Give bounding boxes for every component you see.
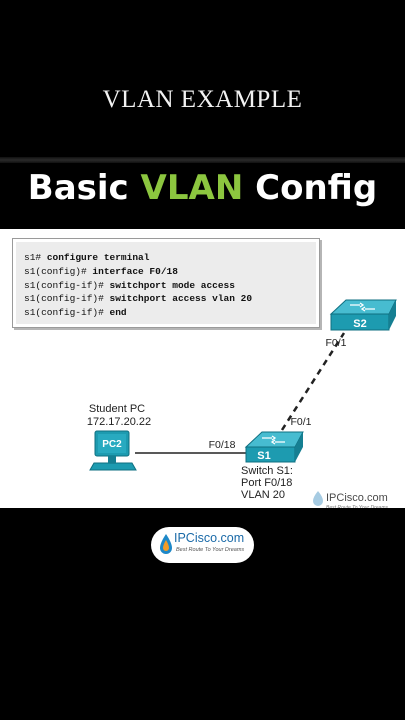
headline: Basic VLAN Config [0, 168, 405, 208]
headline-accent: VLAN [140, 168, 244, 208]
switch-s2-icon [329, 299, 397, 331]
cli-line: s1(config-if)# end [24, 307, 127, 318]
cli-line: s1# configure terminal [24, 252, 149, 263]
port-f018-label: F0/18 [209, 439, 236, 451]
top-band [0, 0, 405, 160]
cli-box [12, 238, 320, 328]
pc-ip: 172.17.20.22 [87, 416, 151, 428]
s1-caption-line-3: VLAN 20 [241, 489, 285, 501]
s1-caption-line-2: Port F0/18 [241, 477, 292, 489]
cli-line: s1(config-if)# switchport mode access [24, 280, 235, 291]
s2-label: S2 [353, 318, 366, 330]
cli-line: s1(config)# interface F0/18 [24, 266, 178, 277]
cli-prompt: s1# [24, 252, 42, 263]
watermark-logo-icon [313, 491, 323, 506]
cli-prompt: s1(config-if)# [24, 280, 104, 291]
cli-prompt: s1(config-if)# [24, 307, 104, 318]
pc-name: Student PC [89, 403, 145, 415]
logo-text: IPCisco.com [174, 531, 245, 545]
s1-caption-line-1: Switch S1: [241, 465, 293, 477]
switch-s1-icon [244, 431, 304, 463]
cli-command: configure terminal [46, 252, 150, 263]
pc-icon [89, 430, 137, 471]
link-s1-s2 [280, 332, 346, 431]
headline-suffix: Config [243, 168, 378, 208]
page-title: VLAN EXAMPLE [102, 86, 303, 113]
cli-command: end [109, 307, 127, 318]
cli-prompt: s1(config-if)# [24, 293, 104, 304]
topology-diagram: PC2 S1 S2 Student PC 172.17.20.22 F0/18 … [87, 299, 397, 506]
port-s2-f01-label: F0/1 [325, 337, 346, 349]
cli-command: switchport mode access [109, 280, 235, 291]
port-s1-f01-label: F0/1 [290, 416, 311, 428]
cli-command: interface F0/18 [92, 266, 178, 277]
logo-tagline: Best Route To Your Dreams [176, 547, 245, 553]
pc2-label: PC2 [102, 439, 122, 450]
watermark-text: IPCisco.com [326, 492, 388, 504]
cli-prompt: s1(config)# [24, 266, 87, 277]
headline-prefix: Basic [27, 168, 141, 208]
divider [0, 157, 405, 163]
cli-line: s1(config-if)# switchport access vlan 20 [24, 293, 252, 304]
logo-icon [160, 534, 172, 554]
s1-label: S1 [257, 450, 270, 462]
cli-command: switchport access vlan 20 [109, 293, 253, 304]
